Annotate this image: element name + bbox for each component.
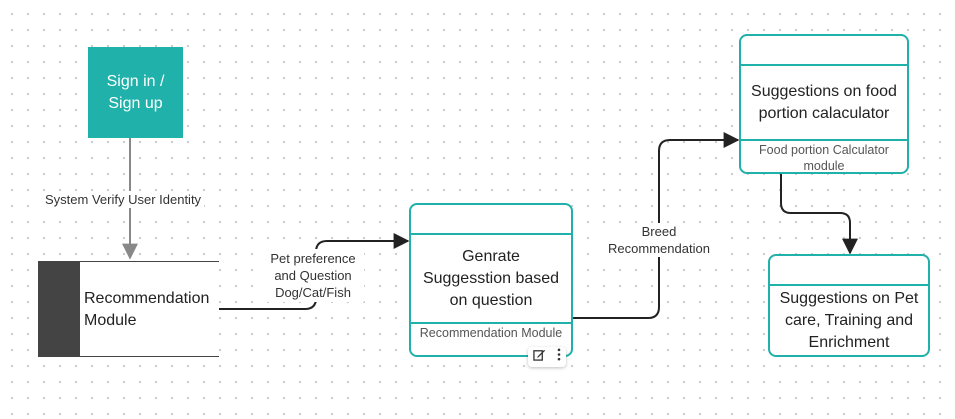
generate-suggestion-title: Genrate Suggesstion based on question (422, 247, 560, 309)
verify-edge-label: System Verify User Identity (42, 191, 205, 208)
signin-label: Sign in / Sign up (106, 72, 165, 112)
pet-care-title: Suggestions on Pet care, Training and En… (779, 289, 919, 351)
more-vertical-icon[interactable] (557, 347, 561, 367)
pet-preference-edge-label: Pet preference and Question Dog/Cat/Fish (262, 249, 364, 302)
edit-icon[interactable] (533, 347, 546, 367)
store-header (411, 205, 571, 235)
food-portion-store[interactable]: Suggestions on food portion calaculator … (739, 34, 909, 174)
recommendation-entity-node[interactable]: Recommendation Module (38, 261, 219, 357)
food-portion-title: Suggestions on food portion calaculator (751, 82, 897, 122)
edge-food-to-care[interactable] (780, 174, 858, 255)
store-header (770, 256, 928, 286)
recommendation-entity-label: Recommendation Module (84, 290, 210, 329)
generate-suggestion-footer: Recommendation Module (411, 322, 571, 355)
entity-bar (38, 262, 80, 356)
signin-node[interactable]: Sign in / Sign up (88, 47, 183, 138)
pet-care-store[interactable]: Suggestions on Pet care, Training and En… (768, 254, 930, 357)
food-portion-footer: Food portion Calculator module (741, 139, 907, 172)
node-toolbar[interactable] (528, 347, 566, 367)
generate-suggestion-store[interactable]: Genrate Suggesstion based on question Re… (409, 203, 573, 357)
breed-edge-label: Breed Recommendation (600, 223, 718, 257)
store-header (741, 36, 907, 66)
